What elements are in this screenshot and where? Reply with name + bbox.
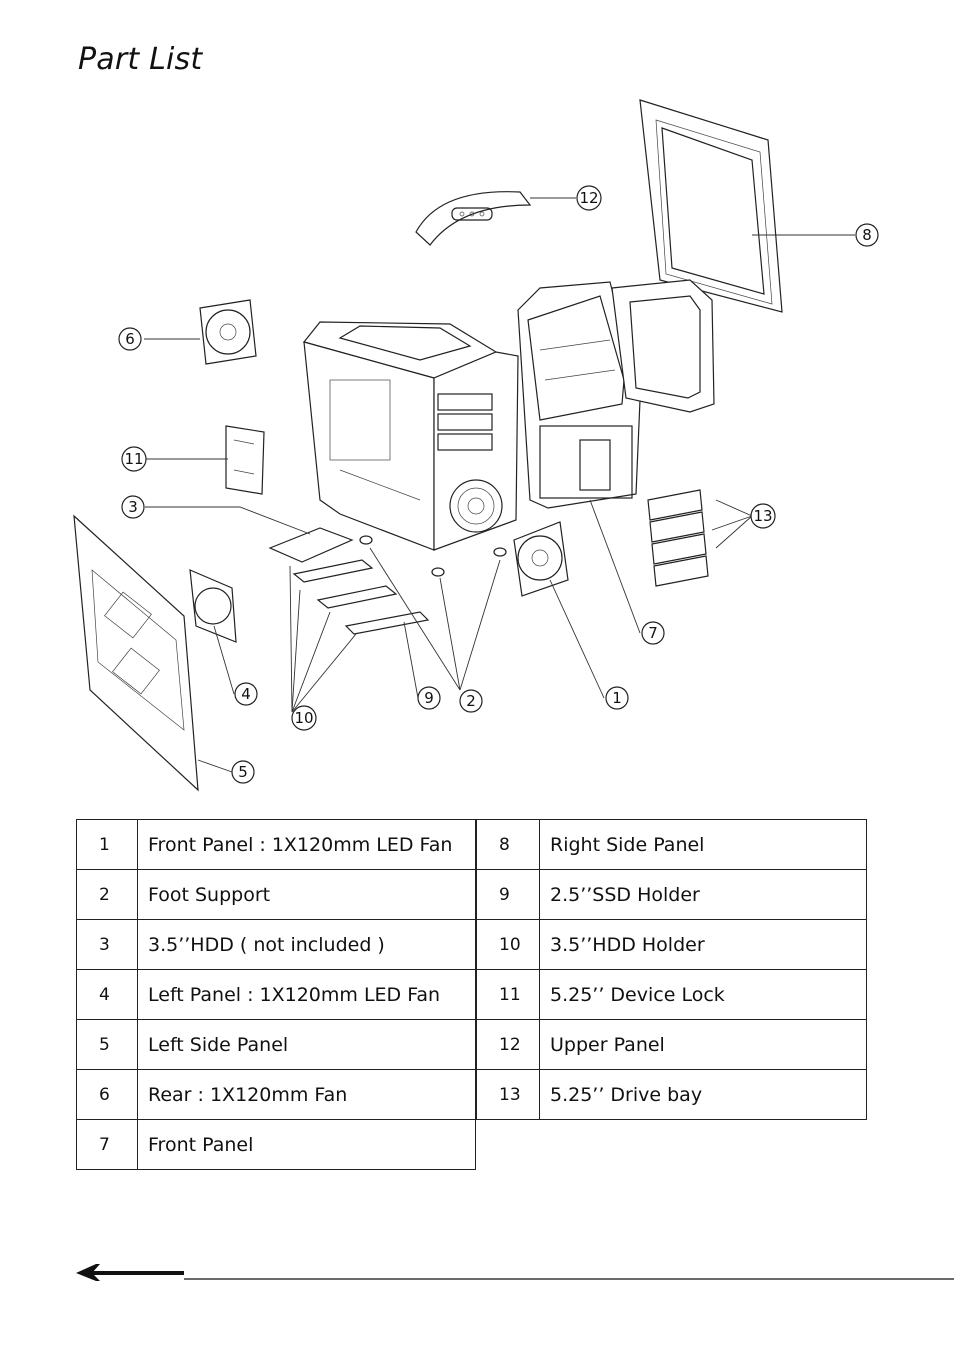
leader-lines xyxy=(144,197,855,773)
part-number: 2 xyxy=(76,869,138,920)
callout-1: 1 xyxy=(605,686,629,710)
callout-5: 5 xyxy=(231,760,255,784)
svg-text:5: 5 xyxy=(238,763,248,781)
svg-text:1: 1 xyxy=(612,689,622,707)
page-title: Part List xyxy=(78,42,203,77)
hdd-drawing xyxy=(268,527,430,635)
callout-3: 3 xyxy=(121,495,145,519)
svg-text:9: 9 xyxy=(424,689,434,707)
svg-text:12: 12 xyxy=(579,189,598,207)
svg-text:6: 6 xyxy=(125,330,135,348)
svg-text:4: 4 xyxy=(241,685,251,703)
callout-11: 11 xyxy=(121,446,147,472)
part-number: 11 xyxy=(476,969,540,1020)
part-name: Left Side Panel xyxy=(137,1019,476,1070)
chassis-drawing xyxy=(302,321,519,551)
svg-text:7: 7 xyxy=(648,624,658,642)
part-name: 5.25’’ Drive bay xyxy=(539,1069,867,1120)
callout-8: 8 xyxy=(855,223,879,247)
rear-fan-drawing xyxy=(199,299,257,365)
part-number: 9 xyxy=(476,869,540,920)
part-number: 3 xyxy=(76,919,138,970)
svg-text:3: 3 xyxy=(128,498,138,516)
svg-text:10: 10 xyxy=(294,709,313,727)
callout-2: 2 xyxy=(459,689,483,713)
callout-10: 10 xyxy=(291,705,317,731)
callout-7: 7 xyxy=(641,621,665,645)
part-name: 5.25’’ Device Lock xyxy=(539,969,867,1020)
part-number: 12 xyxy=(476,1019,540,1070)
callout-6: 6 xyxy=(118,327,142,351)
upper-panel-drawing xyxy=(415,191,532,246)
part-name: Right Side Panel xyxy=(539,819,867,870)
drive-bay-drawing xyxy=(647,489,709,587)
device-lock-drawing xyxy=(225,425,265,495)
part-name: Rear : 1X120mm Fan xyxy=(137,1069,476,1120)
callout-12: 12 xyxy=(576,185,602,211)
exploded-case-diagram: 1 2 3 4 5 6 7 8 9 10 11 12 13 xyxy=(73,99,879,792)
callout-9: 9 xyxy=(417,686,441,710)
part-number: 6 xyxy=(76,1069,138,1120)
svg-text:2: 2 xyxy=(466,692,476,710)
part-name: Foot Support xyxy=(137,869,476,920)
part-name: Front Panel : 1X120mm LED Fan xyxy=(137,819,476,870)
callout-4: 4 xyxy=(234,682,258,706)
part-number: 4 xyxy=(76,969,138,1020)
part-name: Front Panel xyxy=(137,1119,476,1170)
part-name: 2.5’’SSD Holder xyxy=(539,869,867,920)
part-name: Left Panel : 1X120mm LED Fan xyxy=(137,969,476,1020)
callout-13: 13 xyxy=(750,503,776,529)
front-fan-drawing xyxy=(513,521,569,597)
part-number: 7 xyxy=(76,1119,138,1170)
part-number: 13 xyxy=(476,1069,540,1120)
footer-rule xyxy=(76,1264,954,1281)
right-side-panel-drawing xyxy=(639,99,783,313)
part-number: 10 xyxy=(476,919,540,970)
part-name: Upper Panel xyxy=(539,1019,867,1070)
part-number: 5 xyxy=(76,1019,138,1070)
part-number: 8 xyxy=(476,819,540,870)
page-marker-arrow-icon xyxy=(76,1264,100,1281)
front-panel-drawing xyxy=(517,279,715,509)
left-side-panel-drawing xyxy=(73,514,199,792)
part-number: 1 xyxy=(76,819,138,870)
part-name: 3.5’’HDD Holder xyxy=(539,919,867,970)
svg-text:11: 11 xyxy=(124,450,143,468)
svg-text:13: 13 xyxy=(753,507,772,525)
part-name: 3.5’’HDD ( not included ) xyxy=(137,919,476,970)
svg-text:8: 8 xyxy=(862,226,872,244)
left-panel-fan-drawing xyxy=(189,569,237,643)
foot-supports-drawing xyxy=(359,535,507,577)
